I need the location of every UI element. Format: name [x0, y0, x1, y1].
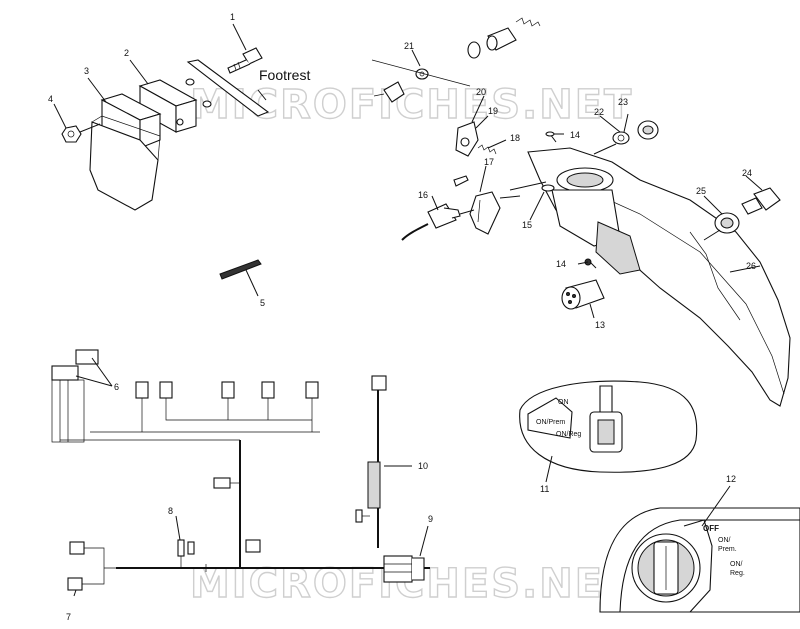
- footrest-strip: [186, 59, 270, 117]
- bulb-socket-21: [371, 17, 541, 103]
- detail-11-switch: ON ON/Prem ON/Reg: [519, 380, 698, 473]
- label-on-prem-2: Prem.: [718, 546, 737, 553]
- connector-13: [561, 279, 605, 310]
- callout-2: 2: [124, 48, 129, 58]
- harness-10: [355, 375, 387, 548]
- callout-24: 24: [742, 168, 752, 178]
- connector-7: [67, 541, 116, 591]
- callout-18: 18: [510, 133, 520, 143]
- watermark-top: MICROFICHES.NET: [190, 82, 633, 128]
- sensor-16: [401, 203, 461, 241]
- washer-b: [202, 100, 212, 108]
- mini-label-on: ON: [558, 399, 569, 406]
- callout-numbers: 1 2 3 4 5 6 7 8 9 10 11 12 13 14 14 15 1…: [48, 12, 756, 622]
- callout-1: 1: [230, 12, 235, 22]
- callout-7: 7: [66, 612, 71, 622]
- part-5-clip: [219, 259, 262, 280]
- callout-23: 23: [618, 97, 628, 107]
- nut-4: [61, 125, 82, 143]
- mini-label-prem: ON/Prem: [536, 419, 565, 426]
- connector-8: [177, 539, 195, 568]
- lever-17: [453, 175, 501, 235]
- label-on-reg-1: ON/: [730, 561, 743, 568]
- label-footrest: Footrest: [259, 67, 310, 83]
- trunk-wire: [116, 440, 430, 569]
- branch-connector: [213, 477, 231, 489]
- screw-14-mid: [584, 258, 597, 269]
- connector-block-6: [51, 349, 99, 443]
- connector-9: [383, 555, 425, 583]
- grommet-23: [637, 120, 659, 140]
- callout-6: 6: [114, 382, 119, 392]
- washer-15: [541, 184, 555, 192]
- screw-14-top: [545, 131, 557, 143]
- callout-16: 16: [418, 190, 428, 200]
- callout-17: 17: [484, 157, 494, 167]
- callout-5: 5: [260, 298, 265, 308]
- callout-25: 25: [696, 186, 706, 196]
- callout-4: 4: [48, 94, 53, 104]
- label-on-reg-2: Reg.: [730, 570, 745, 577]
- wiring-harness: [51, 349, 430, 591]
- mini-label-reg: ON/Reg: [556, 431, 581, 438]
- callout-14b: 14: [556, 259, 566, 269]
- callout-26: 26: [746, 261, 756, 271]
- callout-12: 12: [726, 474, 736, 484]
- callout-14a: 14: [570, 130, 580, 140]
- washer-a: [185, 78, 195, 86]
- footrest-assembly: [61, 47, 270, 280]
- callout-21: 21: [404, 41, 414, 51]
- callout-10: 10: [418, 461, 428, 471]
- callout-19: 19: [488, 106, 498, 116]
- callout-22: 22: [594, 107, 604, 117]
- washer-22: [612, 131, 630, 145]
- footrest-pad: [89, 121, 159, 211]
- callout-20: 20: [476, 87, 486, 97]
- top-row-connectors: [90, 381, 320, 433]
- detail-12-switch: OFF ON/ Prem. ON/ Reg.: [599, 507, 800, 613]
- callout-11: 11: [540, 484, 549, 494]
- bolt-1: [227, 47, 263, 74]
- label-off: OFF: [703, 524, 719, 533]
- bracket-19-20: [455, 121, 479, 157]
- callout-3: 3: [84, 66, 89, 76]
- bezel-25: [714, 212, 740, 234]
- switch-panel-assembly: [371, 17, 791, 407]
- callout-8: 8: [168, 506, 173, 516]
- spring-18: [477, 144, 497, 155]
- callout-15: 15: [522, 220, 532, 230]
- callout-9: 9: [428, 514, 433, 524]
- key-24: [741, 187, 781, 215]
- leader-lines: [53, 23, 763, 597]
- callout-13: 13: [595, 320, 605, 330]
- label-on-prem-1: ON/: [718, 537, 731, 544]
